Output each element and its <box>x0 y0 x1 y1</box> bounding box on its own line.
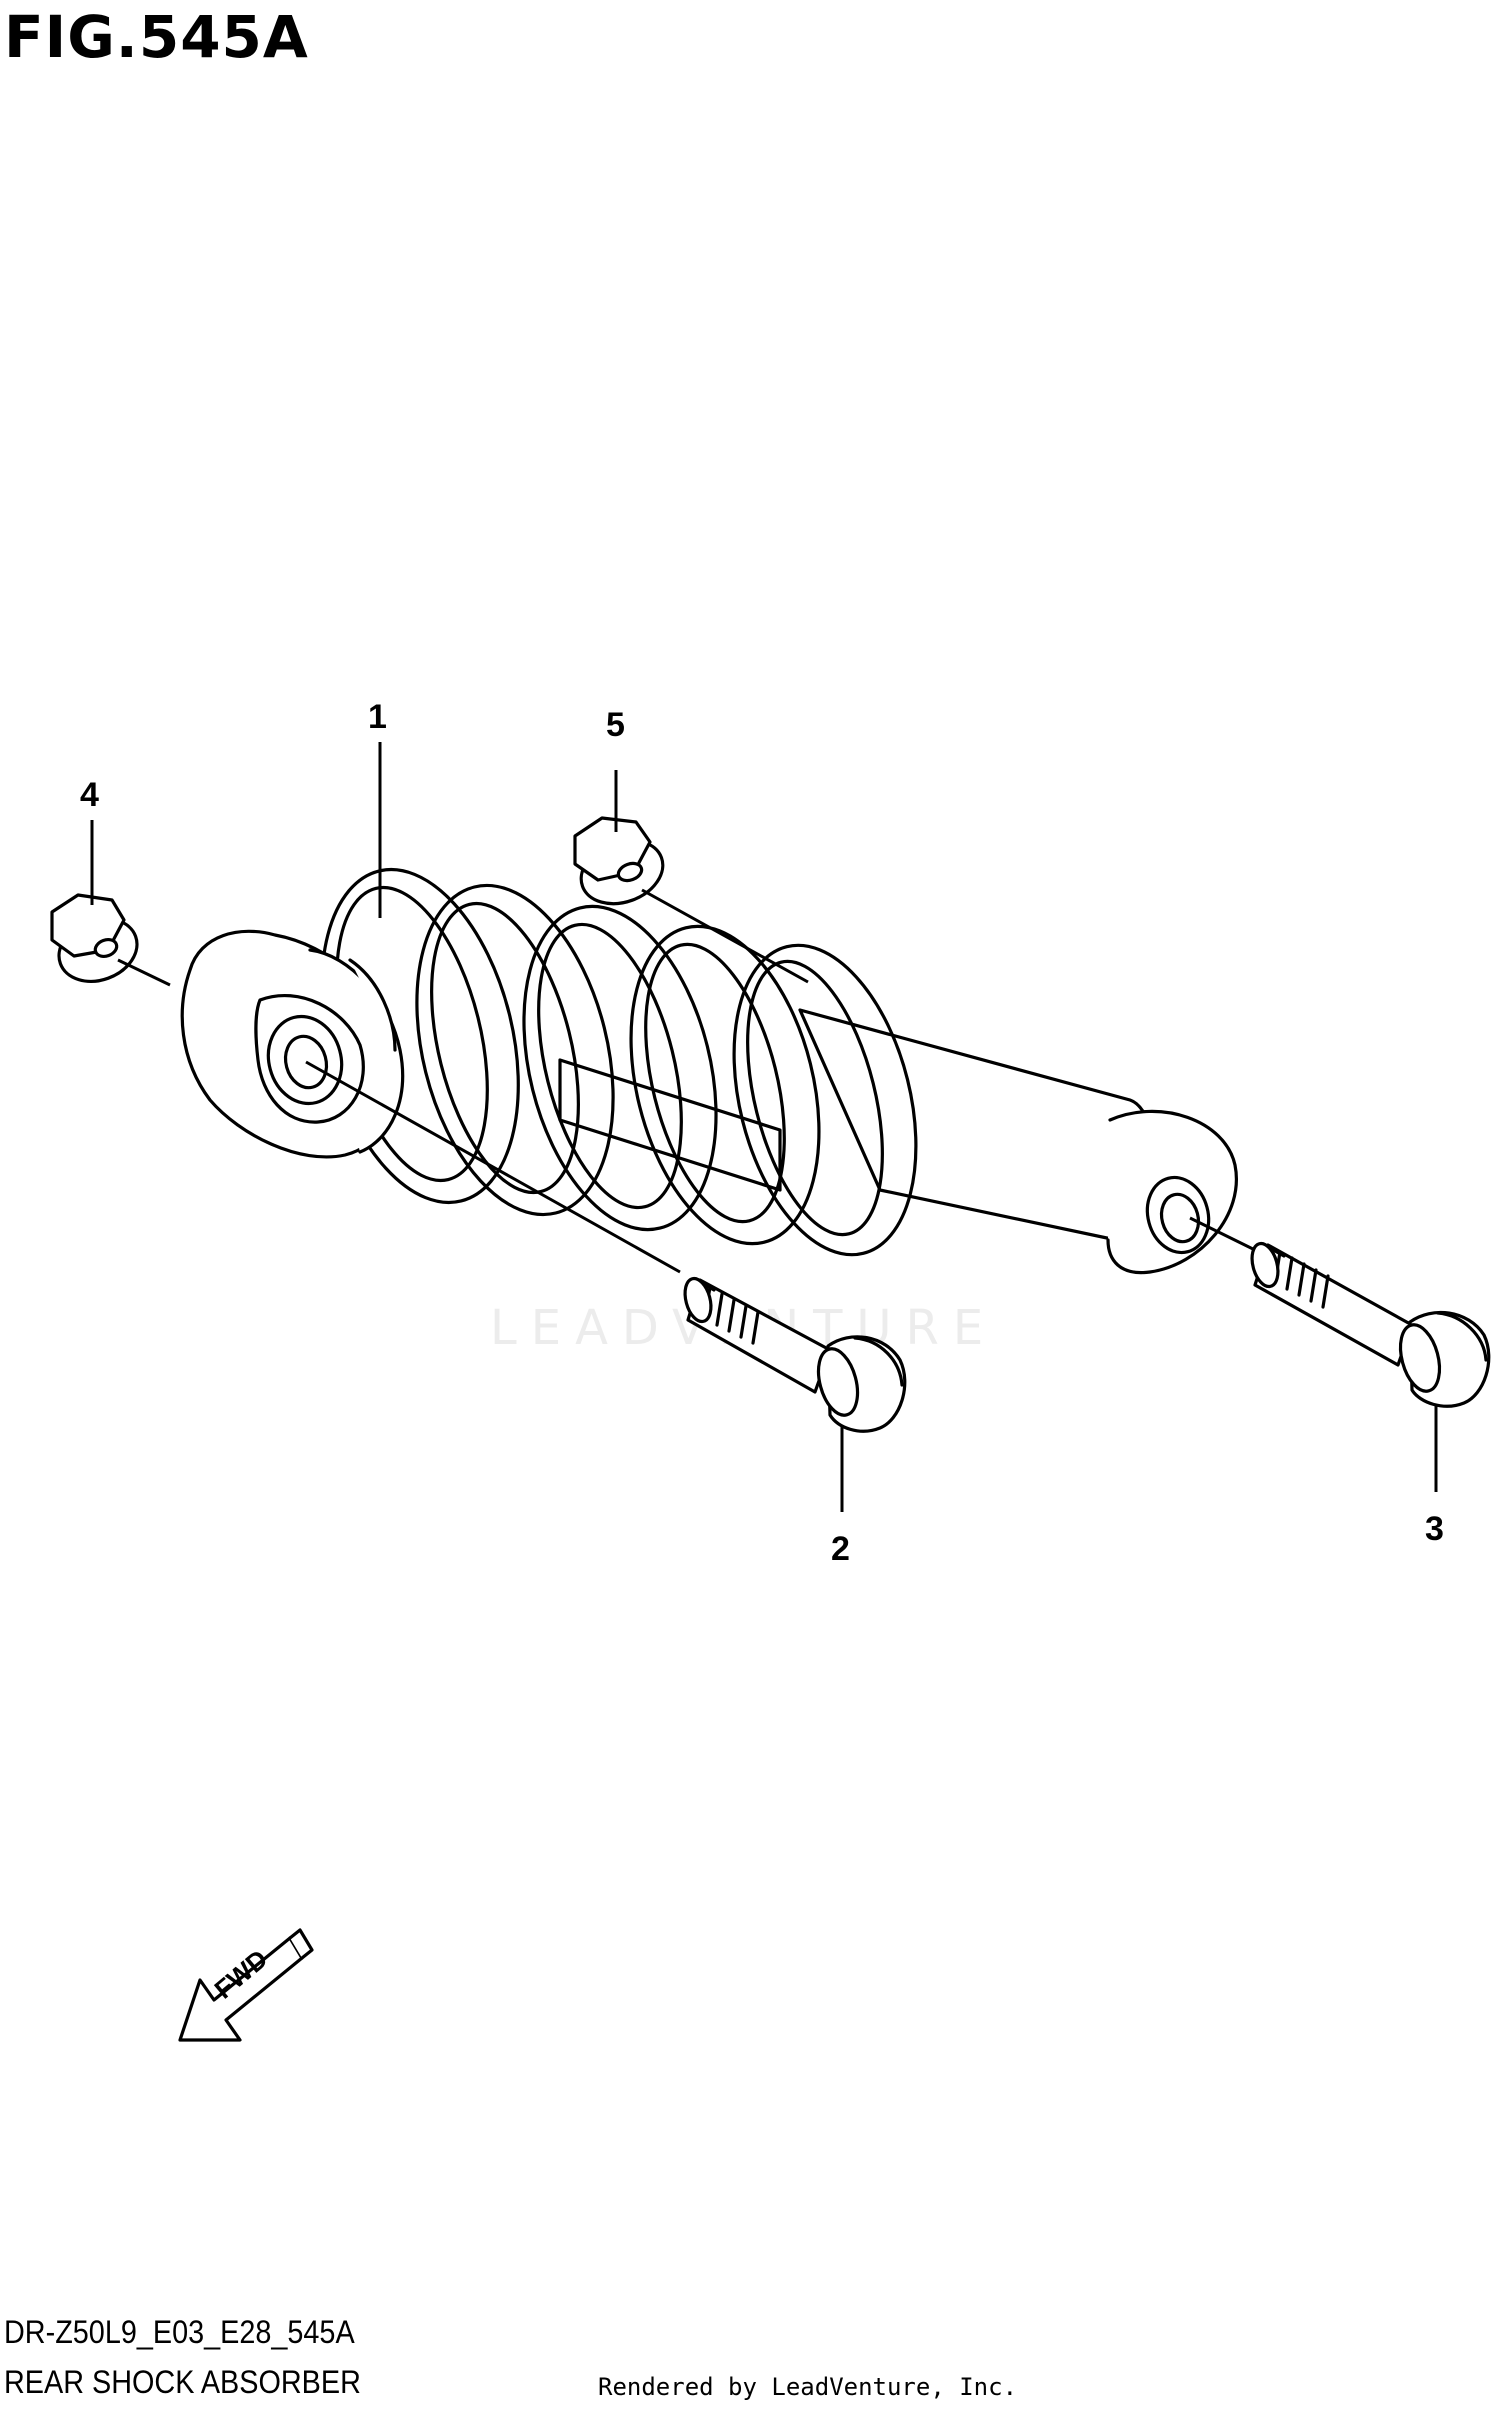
bolt-upper-3 <box>1250 1241 1491 1408</box>
figure-title: FIG.545A <box>4 3 309 71</box>
figure-code: DR-Z50L9_E03_E28_545A <box>4 2314 355 2350</box>
nut-left-4 <box>50 893 139 983</box>
callout-5: 5 <box>606 706 625 744</box>
coil-spring <box>320 867 918 1257</box>
figure-name: REAR SHOCK ABSORBER <box>4 2364 361 2400</box>
piston-rod <box>558 1058 782 1192</box>
fwd-arrow-icon <box>178 1928 314 2042</box>
render-credit: Rendered by LeadVenture, Inc. <box>598 2373 1018 2401</box>
nut-right-5 <box>573 816 665 906</box>
callout-2: 2 <box>831 1530 850 1568</box>
callout-4: 4 <box>80 776 99 814</box>
callout-3: 3 <box>1425 1510 1444 1548</box>
damper-body <box>798 1008 1238 1275</box>
bolt-lower-2 <box>683 1276 907 1433</box>
lower-mount <box>180 929 405 1159</box>
leader-lines <box>90 742 1438 1512</box>
callout-1: 1 <box>368 698 387 736</box>
